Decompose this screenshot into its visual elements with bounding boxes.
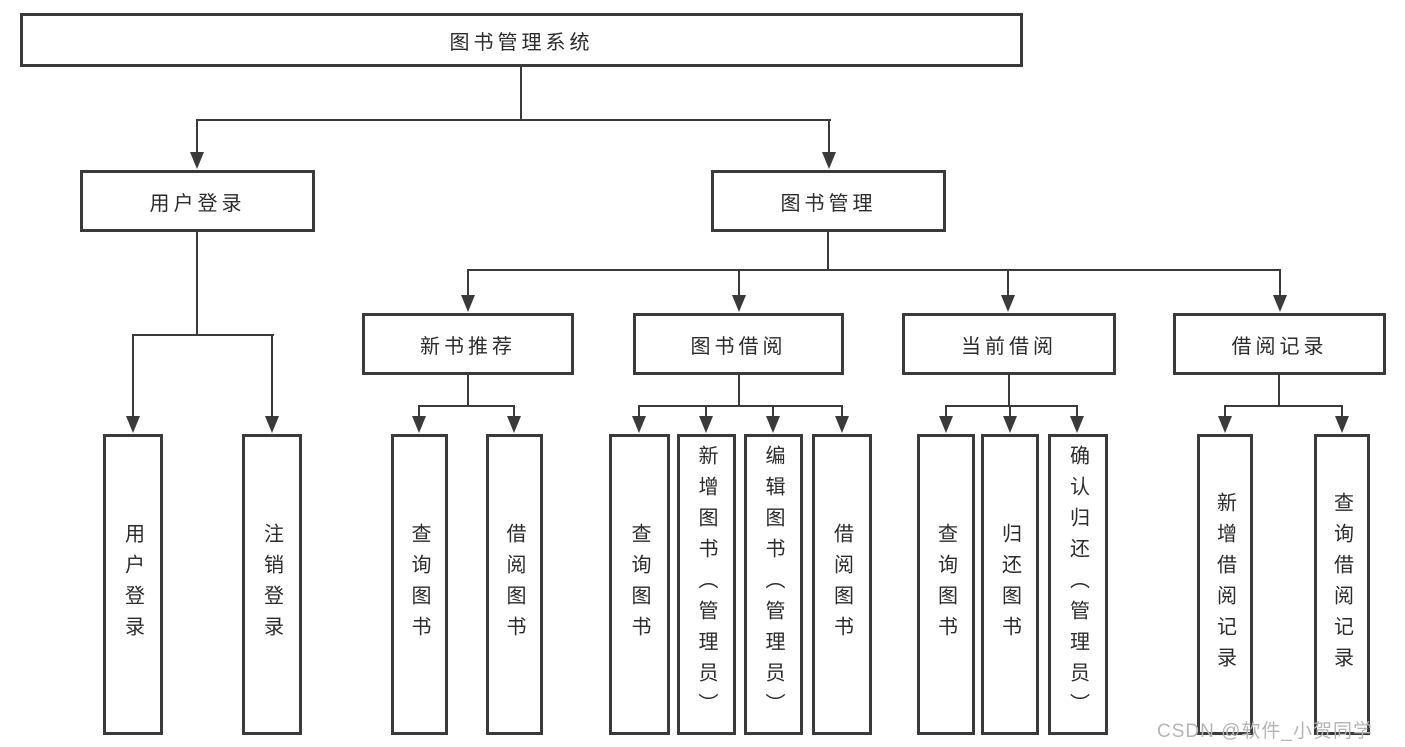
connector-line — [271, 334, 273, 418]
watermark: CSDN @软件_小贺同学 — [1157, 721, 1373, 742]
node-label: 查询借阅记录 — [1330, 491, 1353, 678]
leaf-user-login: 用户登录 — [103, 434, 163, 735]
connector-line — [841, 405, 843, 418]
node-label: 查询图书 — [408, 522, 430, 647]
connector-line — [196, 119, 198, 154]
arrow-down-icon — [822, 152, 836, 169]
arrow-down-icon — [1001, 295, 1015, 312]
connector-line — [1278, 375, 1280, 406]
arrow-down-icon — [939, 416, 953, 433]
node-label: 新增图书（管理员） — [695, 445, 717, 724]
leaf-edit-books-admin: 编辑图书（管理员） — [744, 434, 803, 735]
connector-line — [1341, 405, 1343, 418]
leaf-return-books: 归还图书 — [981, 434, 1039, 735]
node-label: 编辑图书（管理员） — [762, 445, 784, 724]
arrow-down-icon — [190, 152, 204, 169]
arrow-down-icon — [461, 295, 475, 312]
arrow-down-icon — [412, 416, 426, 433]
node-book-borrowing: 图书借阅 — [633, 313, 844, 375]
node-label: 查询图书 — [628, 522, 650, 647]
arrow-down-icon — [766, 416, 780, 433]
connector-line — [1076, 405, 1078, 418]
node-label: 当前借阅 — [961, 335, 1057, 358]
node-label: 借阅图书 — [503, 522, 525, 647]
connector-line — [1279, 269, 1281, 296]
node-label: 借阅图书 — [830, 522, 853, 647]
connector-line — [196, 232, 198, 335]
node-label: 用户登录 — [121, 522, 144, 647]
arrow-down-icon — [1003, 416, 1017, 433]
arrow-down-icon — [1335, 416, 1349, 433]
arrow-down-icon — [126, 416, 140, 433]
node-label: 图书管理 — [780, 192, 877, 215]
arrow-down-icon — [835, 416, 849, 433]
node-user-login: 用户登录 — [80, 170, 315, 232]
leaf-confirm-return-admin: 确认归还（管理员） — [1048, 434, 1108, 735]
node-book-management: 图书管理 — [711, 170, 946, 232]
node-current-borrowing: 当前借阅 — [902, 313, 1116, 375]
connector-line — [738, 375, 740, 406]
connector-line — [132, 334, 274, 336]
leaf-query-books-3: 查询图书 — [917, 434, 975, 735]
connector-line — [418, 405, 420, 418]
connector-line — [1224, 405, 1226, 418]
connector-line — [467, 269, 469, 296]
node-label: 图书管理系统 — [449, 31, 594, 54]
leaf-logout: 注销登录 — [242, 434, 302, 735]
node-label: 图书借阅 — [690, 335, 787, 358]
connector-line — [705, 405, 707, 418]
node-label: 借阅记录 — [1231, 335, 1328, 358]
arrow-down-icon — [732, 295, 746, 312]
arrow-down-icon — [1218, 416, 1232, 433]
arrow-down-icon — [1070, 416, 1084, 433]
leaf-query-books-2: 查询图书 — [609, 434, 670, 735]
connector-line — [1224, 405, 1343, 407]
connector-line — [638, 405, 842, 407]
leaf-add-borrow-record: 新增借阅记录 — [1197, 434, 1253, 735]
connector-line — [945, 405, 947, 418]
connector-line — [520, 67, 522, 120]
arrow-down-icon — [699, 416, 713, 433]
connector-line — [132, 334, 134, 418]
node-label: 查询图书 — [934, 522, 957, 647]
arrow-down-icon — [632, 416, 646, 433]
arrow-down-icon — [507, 416, 521, 433]
node-label: 新书推荐 — [420, 335, 516, 358]
node-borrowing-records: 借阅记录 — [1173, 313, 1386, 375]
node-label: 用户登录 — [149, 192, 246, 215]
node-label: 确认归还（管理员） — [1066, 445, 1089, 724]
connector-line — [1009, 405, 1011, 418]
connector-line — [513, 405, 515, 418]
leaf-query-books-1: 查询图书 — [391, 434, 448, 735]
connector-line — [827, 232, 829, 270]
node-label: 注销登录 — [260, 522, 283, 647]
leaf-borrow-books-1: 借阅图书 — [486, 434, 543, 735]
node-library-management-system: 图书管理系统 — [20, 13, 1023, 67]
arrow-down-icon — [265, 416, 279, 433]
node-new-book-recommendation: 新书推荐 — [362, 313, 574, 375]
connector-line — [638, 405, 640, 418]
connector-line — [467, 375, 469, 406]
connector-line — [1008, 375, 1010, 406]
connector-line — [1007, 269, 1009, 296]
connector-line — [418, 405, 515, 407]
leaf-add-books-admin: 新增图书（管理员） — [677, 434, 736, 735]
leaf-query-borrow-record: 查询借阅记录 — [1314, 434, 1370, 735]
connector-line — [467, 269, 1281, 271]
arrow-down-icon — [1273, 295, 1287, 312]
connector-line — [828, 119, 830, 154]
connector-line — [738, 269, 740, 296]
connector-line — [196, 119, 831, 121]
node-label: 新增借阅记录 — [1213, 491, 1236, 678]
node-label: 归还图书 — [998, 522, 1021, 647]
connector-line — [772, 405, 774, 418]
leaf-borrow-books-2: 借阅图书 — [812, 434, 872, 735]
connector-line — [945, 405, 1078, 407]
